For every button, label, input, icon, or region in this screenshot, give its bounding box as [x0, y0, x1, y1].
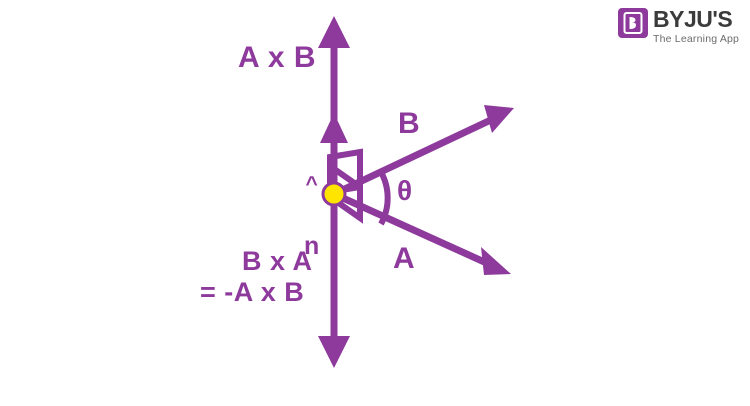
label-b-cross-a: B x A — [242, 246, 313, 276]
n-hat-caret: ^ — [305, 172, 319, 196]
label-angle-theta: θ — [397, 175, 413, 206]
byjus-logo-mark-icon — [618, 8, 648, 38]
byjus-tagline: The Learning App — [653, 33, 740, 45]
label-a-cross-b: A x B — [238, 41, 317, 74]
label-b-cross-a-equals: = -A x B — [200, 277, 305, 307]
label-vector-b: B — [398, 107, 421, 140]
axis-top-arrowhead — [318, 16, 350, 48]
normal-unit-arrowhead — [320, 113, 348, 143]
n-hat-letter: n — [304, 231, 320, 260]
vector-b-arrowhead — [484, 105, 514, 133]
byjus-logo-text: BYJU'S The Learning App — [653, 8, 739, 45]
byjus-logo: BYJU'S The Learning App — [618, 8, 739, 45]
byjus-wordmark: BYJU'S — [653, 6, 733, 32]
label-vector-a: A — [393, 242, 416, 275]
angle-arc — [378, 170, 391, 226]
label-normal-n-hat: ^ n — [297, 133, 327, 300]
origin-dot — [321, 181, 347, 207]
axis-bottom-arrowhead — [318, 336, 350, 368]
vector-a-arrowhead — [481, 247, 511, 275]
